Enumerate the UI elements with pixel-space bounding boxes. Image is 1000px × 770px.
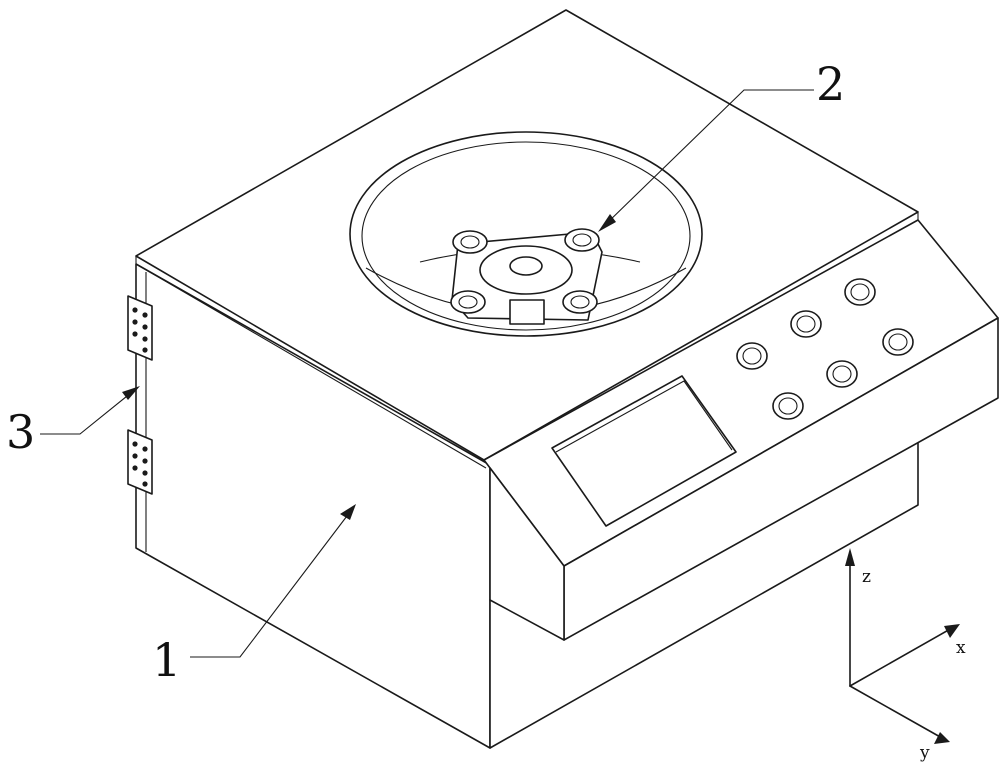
chamber-inner-rim: [361, 141, 691, 331]
control-button[interactable]: [736, 342, 768, 370]
callout-label-3: 3: [6, 405, 35, 459]
control-button[interactable]: [826, 360, 858, 388]
control-button[interactable]: [790, 310, 822, 338]
callout-2: 2: [598, 57, 845, 232]
callout-label-2: 2: [816, 57, 845, 111]
y-axis: [849, 685, 943, 739]
rotor-tube-holder: [450, 290, 486, 314]
control-panel-side: [489, 467, 565, 641]
control-panel: [483, 219, 999, 641]
chamber-outer-rim: [349, 131, 703, 337]
rotor-tube-holder: [562, 290, 598, 314]
callout-3: 3: [6, 386, 140, 459]
z-axis-label: z: [862, 567, 871, 587]
callout-label-1: 1: [152, 633, 181, 687]
control-button[interactable]: [882, 328, 914, 356]
callout-1: 1: [152, 504, 356, 687]
rotor-tube-holder: [452, 230, 488, 254]
x-axis: [849, 627, 953, 687]
hinge-lower: [127, 429, 153, 495]
control-button[interactable]: [844, 278, 876, 306]
x-axis-label: x: [956, 638, 966, 658]
rotor-hub-cap: [509, 256, 543, 276]
control-button[interactable]: [772, 392, 804, 420]
display-screen: [551, 375, 737, 527]
rotor: [450, 228, 603, 325]
y-axis-label: y: [919, 743, 930, 763]
rotor-tube-holder: [564, 228, 600, 252]
rotor-chamber: [349, 131, 703, 337]
coordinate-axes: z x y: [845, 548, 966, 763]
control-buttons: [736, 278, 914, 420]
hinge-upper: [127, 295, 153, 361]
